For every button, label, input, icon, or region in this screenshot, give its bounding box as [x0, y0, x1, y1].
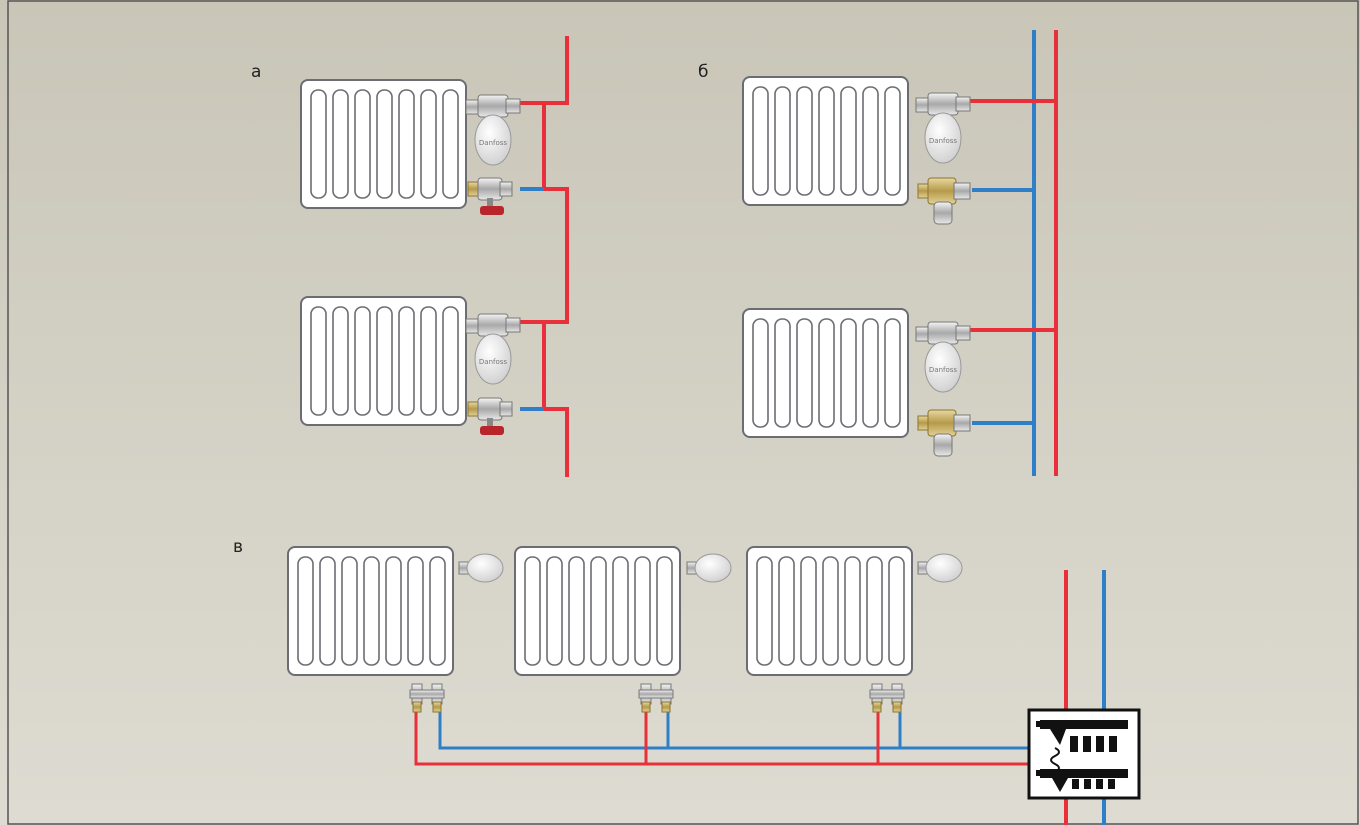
- label-b: б: [698, 62, 708, 82]
- manifold-icon: [1027, 708, 1141, 800]
- radiator: [514, 546, 681, 676]
- radiator: [300, 296, 467, 426]
- scheme-b: [742, 30, 1058, 476]
- radiator: [287, 546, 454, 676]
- return-line: [438, 710, 1030, 750]
- riser-pipe: [544, 407, 569, 477]
- label-a: а: [251, 62, 261, 82]
- frame: [7, 0, 1359, 825]
- radiator: [742, 308, 909, 438]
- radiator: [300, 79, 467, 209]
- pipes-a: [520, 36, 569, 477]
- radiator: [746, 546, 913, 676]
- label-v: в: [233, 537, 243, 557]
- scheme-a: [300, 36, 569, 477]
- pipes-v: [414, 570, 1106, 825]
- supply-pipe: [520, 36, 569, 105]
- pipes-b: [970, 30, 1058, 476]
- radiator: [742, 76, 909, 206]
- scheme-v: [287, 546, 1141, 825]
- supply-line: [414, 710, 1030, 766]
